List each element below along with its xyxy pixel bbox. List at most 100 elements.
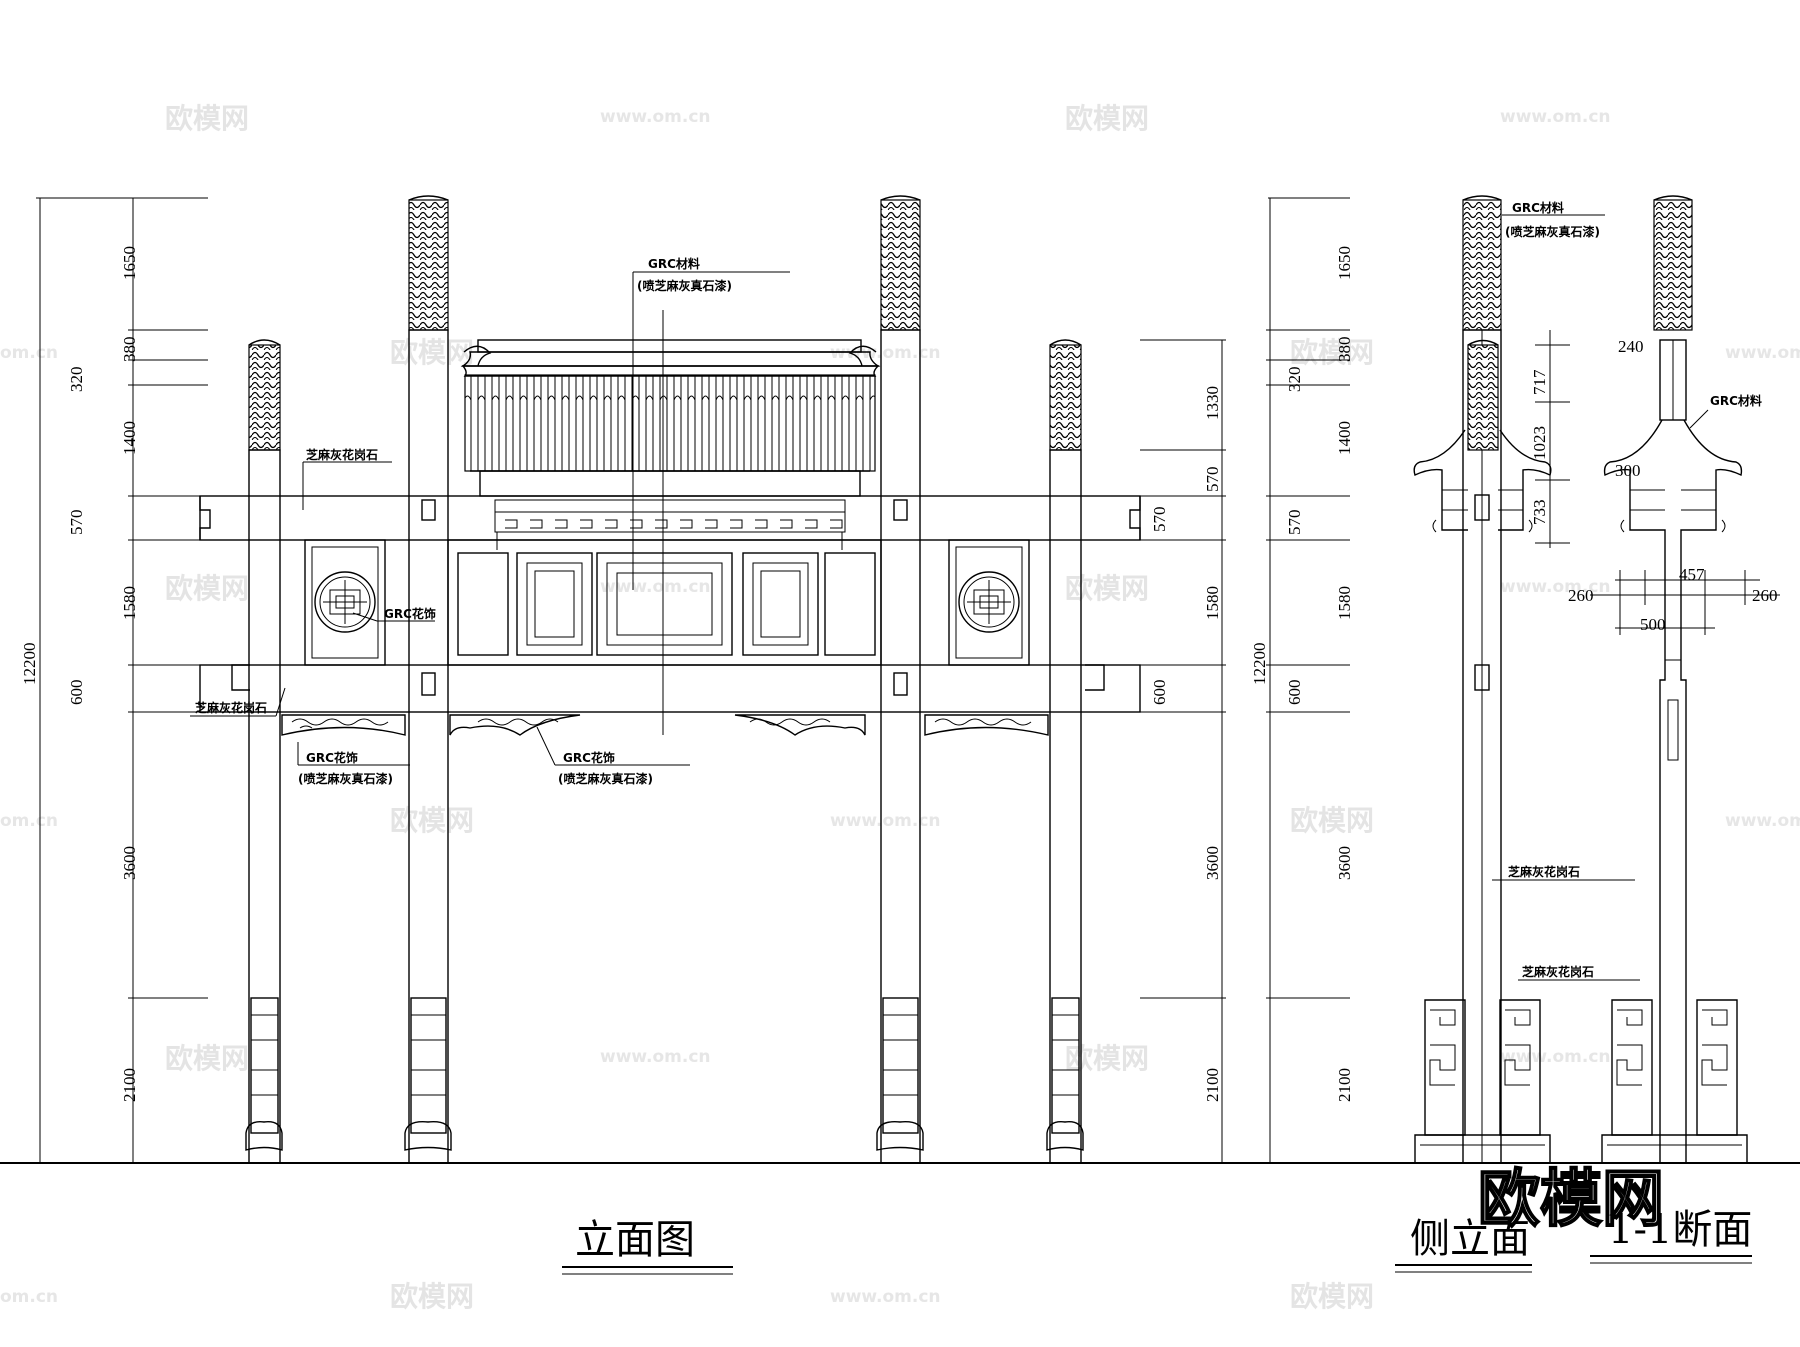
front-labels: GRC材料 (喷芝麻灰真石漆) 芝麻灰花岗石 GRC花饰 芝麻灰花岗石 GRC花… (190, 256, 790, 786)
label-grc-material: GRC材料 (1512, 200, 1564, 215)
dim-label: 320 (67, 367, 86, 393)
dim-label: 1330 (1203, 386, 1222, 420)
side-base-stones (1414, 999, 1551, 1164)
watermark-brand: 欧模网 (390, 336, 474, 369)
dim-label: 1580 (1335, 586, 1354, 620)
dim-label: 457 (1679, 565, 1705, 584)
side-left-dimensions: 12200 1650 380 320 1400 570 1580 600 360… (1250, 197, 1354, 1163)
grc-ornament-brackets (281, 714, 1049, 736)
watermark-brand: 欧模网 (165, 102, 249, 135)
label-grc-material: GRC材料 (648, 256, 700, 271)
dim-label: 600 (67, 680, 86, 706)
section-base-stones (1601, 999, 1748, 1164)
dim-label: 570 (67, 510, 86, 536)
dim-label: 1023 (1530, 426, 1549, 460)
watermark-brand: 欧模网 (1290, 336, 1374, 369)
dim-label: 3600 (120, 846, 139, 880)
dim-label: 600 (1285, 680, 1304, 706)
dim-label: 2100 (120, 1068, 139, 1102)
dim-label: 380 (120, 337, 139, 363)
dim-label: 717 (1530, 369, 1549, 395)
watermark-brand: 欧模网 (165, 1042, 249, 1075)
pillar-carving (248, 344, 281, 451)
dim-label: 380 (1335, 337, 1354, 363)
pillar-carving (1653, 199, 1693, 331)
dim-label: 2100 (1335, 1068, 1354, 1102)
watermark-url: www.om.cn (600, 107, 711, 127)
section-1-1: 240 300 457 260 260 500 GRC材料 1-1断面 (1568, 195, 1780, 1264)
watermark-url: www.om.cn (830, 811, 941, 831)
front-elevation: 12200 1650 380 320 1400 570 1580 600 360… (20, 195, 1226, 1275)
side-elevation: 12200 1650 380 320 1400 570 1580 600 360… (1250, 195, 1640, 1273)
pillar-carving (408, 199, 449, 331)
pillar-carving (1049, 344, 1082, 451)
dim-label: 320 (1285, 367, 1304, 393)
watermark-brand: 欧模网 (1290, 1280, 1374, 1313)
bracket-dimensions: 717 1023 733 (1530, 330, 1570, 548)
label-grc-material: GRC材料 (1710, 393, 1762, 408)
watermark-brand: 欧模网 (1065, 572, 1149, 605)
dim-label: 1650 (1335, 246, 1354, 280)
shou-medallion-right (958, 571, 1020, 633)
dim-label: 260 (1568, 586, 1594, 605)
watermark-brand: 欧模网 (390, 1280, 474, 1313)
dim-label: 570 (1285, 510, 1304, 536)
watermark-url: www.om.cn (830, 343, 941, 363)
watermark-brand: 欧模网 (390, 804, 474, 837)
dim-label: 300 (1615, 461, 1641, 480)
watermark-url: om.cn (0, 343, 58, 363)
label-grc-ornament: GRC花饰 (563, 750, 615, 765)
label-spray-paint: (喷芝麻灰真石漆) (1505, 224, 1600, 239)
watermark-url: www.om.cn (600, 1047, 711, 1067)
dim-label: 2100 (1203, 1068, 1222, 1102)
pillar-carving (1467, 344, 1499, 451)
pillar-bases (245, 997, 1084, 1151)
dim-total-height: 12200 (1250, 643, 1269, 686)
front-crossbeams (199, 495, 1141, 713)
watermark-url: www.om.cn (1725, 343, 1800, 363)
label-grc-ornament: GRC花饰 (384, 606, 436, 621)
dim-label: 733 (1530, 500, 1549, 526)
watermark-brand-large: 欧模网 (1478, 1162, 1664, 1235)
watermark-url: www.om.cn (1500, 577, 1611, 597)
watermarks: 欧模网 www.om.cn 欧模网 www.om.cn om.cn 欧模网 ww… (0, 102, 1800, 1313)
section-dimensions: 240 300 457 260 260 500 (1568, 337, 1780, 635)
watermark-brand: 欧模网 (1290, 804, 1374, 837)
dim-label: 500 (1640, 615, 1666, 634)
watermark-brand: 欧模网 (1065, 102, 1149, 135)
shou-medallion-left (314, 571, 376, 633)
section-title: 1-1断面 (1608, 1207, 1752, 1253)
dim-label: 260 (1752, 586, 1778, 605)
dim-label: 600 (1150, 680, 1169, 706)
watermark-url: www.om.cn (1725, 811, 1800, 831)
dim-label: 1580 (1203, 586, 1222, 620)
label-spray-paint: (喷芝麻灰真石漆) (558, 771, 653, 786)
central-roof (460, 339, 881, 550)
watermark-url: om.cn (0, 1287, 58, 1307)
side-elevation-title: 侧立面 (1410, 1216, 1530, 1262)
dim-label: 1400 (1335, 421, 1354, 455)
label-spray-paint: (喷芝麻灰真石漆) (637, 278, 732, 293)
watermark-url: www.om.cn (600, 577, 711, 597)
watermark-url: www.om.cn (1500, 1047, 1611, 1067)
front-right-dimensions: 1330 570 570 1580 600 3600 2100 (1140, 339, 1226, 1163)
label-granite: 芝麻灰花岗石 (1508, 864, 1580, 879)
front-elevation-title: 立面图 (575, 1217, 695, 1263)
dim-label: 1580 (120, 586, 139, 620)
watermark-url: www.om.cn (1500, 107, 1611, 127)
pillar-carving (1462, 199, 1502, 331)
pillars (245, 195, 1084, 1164)
front-left-dimensions: 12200 1650 380 320 1400 570 1580 600 360… (20, 197, 208, 1164)
watermark-brand: 欧模网 (165, 572, 249, 605)
dim-label: 1650 (120, 246, 139, 280)
label-grc-ornament: GRC花饰 (306, 750, 358, 765)
pillar-carving (880, 199, 921, 331)
dim-label: 240 (1618, 337, 1644, 356)
dim-label: 1400 (120, 421, 139, 455)
watermark-url: om.cn (0, 811, 58, 831)
dim-total-height: 12200 (20, 643, 39, 686)
label-spray-paint: (喷芝麻灰真石漆) (298, 771, 393, 786)
dim-label: 3600 (1203, 846, 1222, 880)
dim-label: 570 (1203, 467, 1222, 493)
